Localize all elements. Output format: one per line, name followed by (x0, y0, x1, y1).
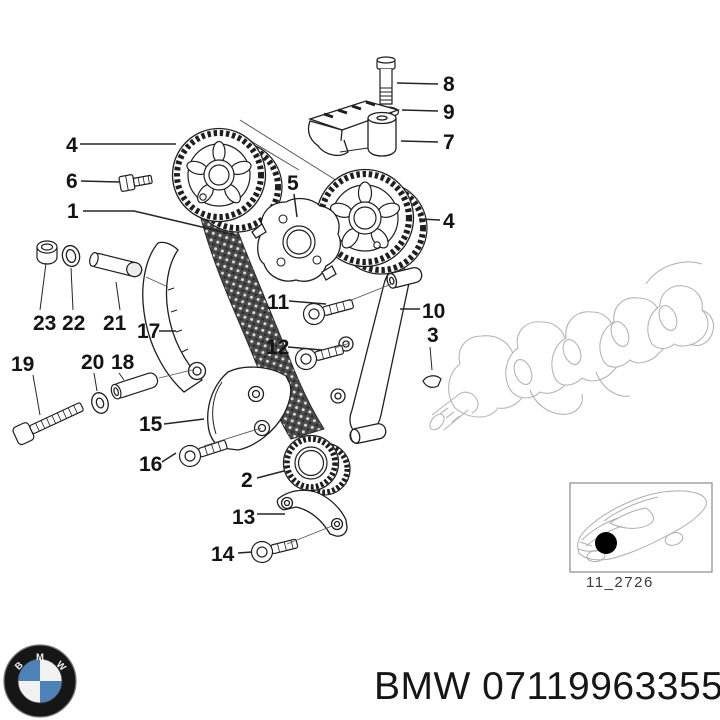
car-outline-icon (577, 490, 707, 563)
callout-23: 23 (33, 312, 56, 335)
assembly-lines (145, 276, 395, 545)
callout-21: 21 (103, 312, 127, 335)
woodruff-key (422, 375, 442, 388)
thumbnail-code: 11_2726 (586, 574, 654, 591)
callout-10: 10 (422, 300, 445, 323)
bolt-11 (302, 299, 354, 326)
chain-guide-rail-left (142, 241, 207, 393)
guide-piece-bottom (276, 489, 348, 537)
location-dot (595, 532, 617, 554)
sensor-flange (251, 197, 341, 282)
camshaft-sprocket-right (315, 168, 428, 275)
callout-4-left: 4 (66, 134, 78, 157)
part-number-text: BMW 07119963355 (374, 665, 720, 708)
o-ring-22 (61, 244, 81, 268)
washer-20 (91, 392, 109, 414)
callout-7: 7 (443, 131, 455, 154)
bolt-19 (12, 402, 84, 446)
bmw-logo: B M W (3, 644, 77, 718)
callout-6: 6 (66, 170, 78, 193)
callout-3: 3 (427, 324, 439, 347)
callout-2: 2 (241, 469, 253, 492)
leader-lines (32, 82, 441, 554)
crankshaft-drawing (429, 261, 715, 431)
dowel-pin-21 (89, 252, 143, 278)
callout-12: 12 (266, 336, 289, 359)
callout-16: 16 (139, 453, 162, 476)
bolt-14 (250, 538, 299, 564)
callout-19: 19 (11, 353, 34, 376)
callout-14: 14 (211, 543, 235, 566)
callout-labels: 8 9 7 4 6 1 5 4 23 22 21 17 11 12 10 3 1… (11, 73, 455, 566)
crank-sprocket (282, 434, 351, 496)
bolt-8 (376, 56, 396, 105)
callout-22: 22 (62, 312, 85, 335)
callout-1: 1 (67, 200, 79, 223)
bolt-12 (294, 344, 345, 371)
bracket-plate (207, 366, 292, 451)
tensioner-rail-right (330, 267, 411, 444)
callout-13: 13 (232, 506, 255, 529)
callout-18: 18 (111, 351, 135, 374)
callout-17: 17 (137, 320, 160, 343)
callout-8: 8 (443, 73, 455, 96)
car-thumbnail: 11_2726 (569, 482, 713, 591)
bolt-16 (178, 439, 228, 468)
tensioner-block (307, 100, 401, 157)
pivot-pin (386, 266, 423, 289)
callout-4-right: 4 (443, 210, 455, 233)
footer: B M W BMW 07119963355 (3, 644, 720, 718)
sleeve-18 (110, 372, 159, 400)
logo-letter-m: M (36, 652, 44, 663)
callout-15: 15 (139, 413, 163, 436)
callout-5: 5 (287, 172, 299, 195)
callout-20: 20 (81, 351, 104, 374)
bolt-6 (118, 174, 153, 192)
camshaft-sprocket-left (171, 127, 283, 233)
callout-9: 9 (443, 101, 455, 124)
plug-23 (36, 240, 58, 265)
callout-11: 11 (267, 291, 290, 314)
